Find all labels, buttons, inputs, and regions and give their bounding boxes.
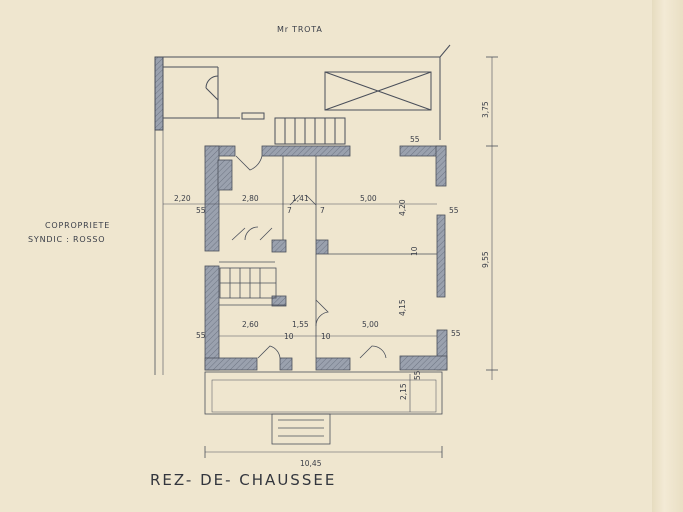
dim-wall-7-a: 7: [287, 206, 292, 215]
dim-right-top: 3,75: [481, 101, 490, 118]
annex-wall: [154, 56, 164, 131]
annex-door: [205, 75, 219, 101]
neighbor-top-label: Mr TROTA: [277, 25, 323, 34]
dim-wall-55-b: 55: [196, 331, 206, 340]
dim-bottom-total: 10,45: [300, 459, 322, 468]
door-wc: [289, 194, 317, 206]
dim-wall-55-e: 55: [410, 135, 420, 144]
door-south: [257, 345, 281, 359]
dim-wall-10-c: 10: [410, 246, 419, 256]
dim-wall-55-f: 55: [413, 370, 422, 380]
small-window: [241, 112, 265, 120]
dim-hall: 1,55: [292, 320, 309, 329]
skylight: [324, 71, 432, 111]
vertical-dims: 3,75 9,55 2,15 4,20 4,15 10 55: [398, 101, 490, 400]
dim-room-se: 5,00: [362, 320, 379, 329]
house-walls: [204, 145, 448, 371]
terrace-inner: [211, 379, 437, 413]
neighbor-left-label-2: SYNDIC : ROSSO: [28, 235, 105, 244]
neighbor-left-label-1: COPROPRIETE: [45, 221, 110, 230]
entrance-steps: [271, 413, 331, 445]
dim-wall-10-b: 10: [321, 332, 331, 341]
door-se: [359, 345, 387, 359]
door-hall: [315, 299, 329, 327]
paper-fold: [652, 0, 683, 512]
dim-room-nw: 2,80: [242, 194, 259, 203]
dim-left-wall: 2,20: [174, 194, 191, 203]
dim-wall-55-d: 55: [451, 329, 461, 338]
dim-wall-55-a: 55: [196, 206, 206, 215]
stair-top: [274, 117, 346, 145]
dim-room-ne: 5,00: [360, 194, 377, 203]
dim-height-se: 4,15: [398, 299, 407, 316]
dim-wall-55-c: 55: [449, 206, 459, 215]
dim-wall-7-b: 7: [320, 206, 325, 215]
dim-height-ne: 4,20: [398, 199, 407, 216]
dim-room-wc: 1,41: [292, 194, 309, 203]
stair-interior: [219, 267, 277, 299]
dim-room-sw: 2,60: [242, 320, 259, 329]
door-north: [235, 155, 263, 171]
dim-right-bottom: 2,15: [399, 383, 408, 400]
skylight-cross-2: [324, 71, 432, 111]
boundary-tick: [439, 44, 451, 58]
door-kitchen-2: [259, 227, 273, 241]
drawing-title: REZ- DE- CHAUSSEE: [150, 471, 336, 489]
dim-right-total: 9,55: [481, 251, 490, 268]
dim-wall-10-a: 10: [284, 332, 294, 341]
door-kitchen: [231, 226, 259, 241]
